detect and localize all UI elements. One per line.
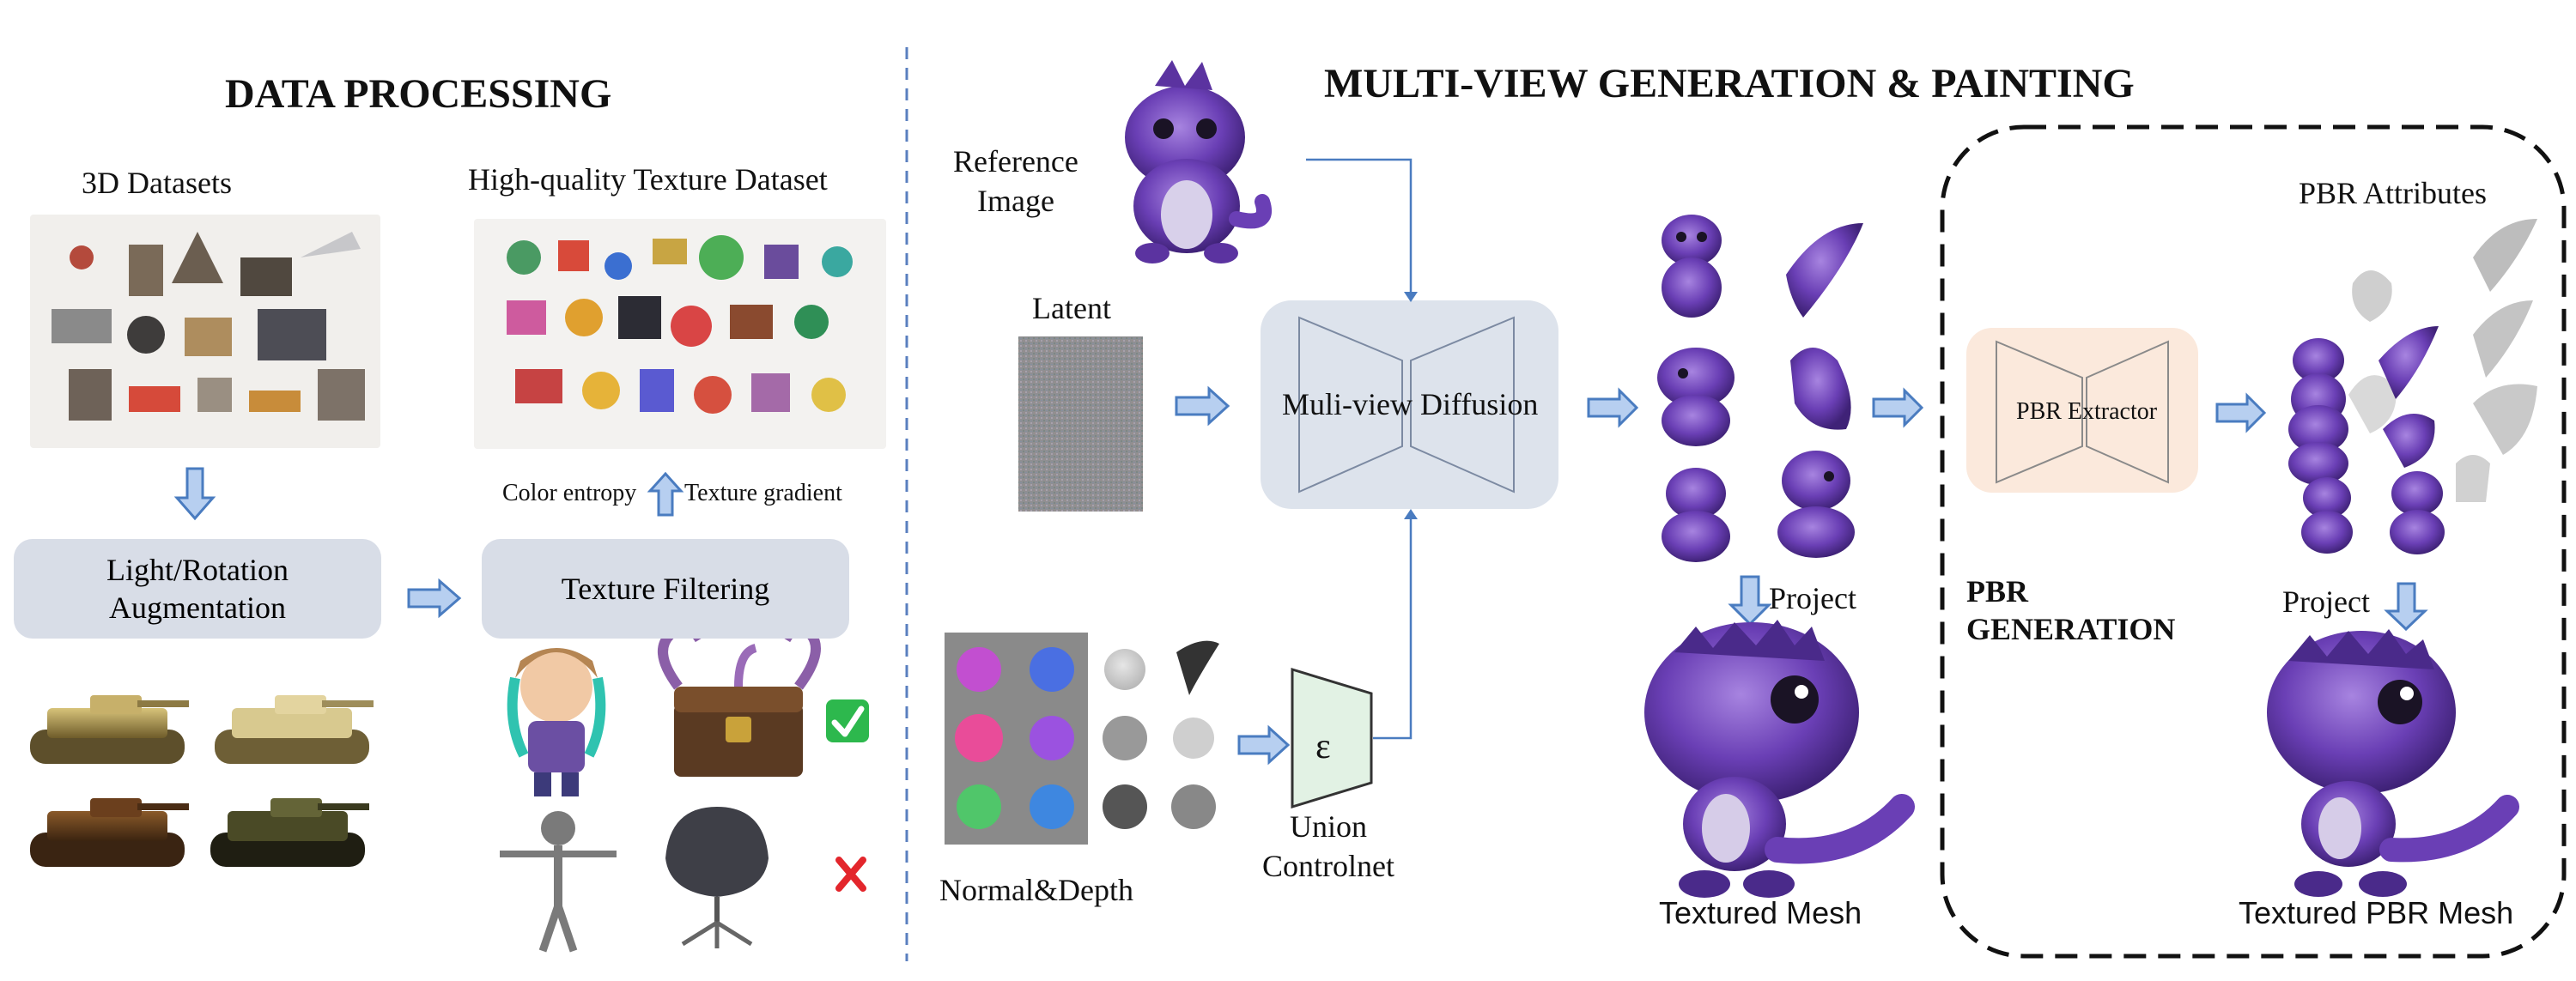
arrow-normal-to-encoder (1237, 724, 1291, 766)
texture-gradient-label: Texture gradient (684, 480, 842, 506)
union-line2: Controlnet (1262, 849, 1394, 883)
textured-pbr-mesh-image (2267, 629, 2519, 897)
pbr-generation-line1: PBR (1966, 574, 2028, 609)
project-label: Project (1769, 581, 1856, 615)
controlnet-connector-head (1404, 509, 1418, 519)
diffusion-unet-shape (1298, 316, 1515, 494)
3d-datasets-image (30, 215, 380, 448)
arrow-pbr-to-attributes (2215, 392, 2267, 433)
arrow-views-to-mesh (1728, 575, 1772, 627)
reference-label-line2: Image (976, 184, 1054, 218)
arrow-latent-to-diffusion (1175, 385, 1230, 427)
check-icon (826, 699, 869, 742)
bad-texture-examples (500, 807, 769, 953)
texture-dataset-label: High-quality Texture Dataset (468, 162, 828, 197)
cross-icon (835, 857, 866, 892)
diffusion-label: Muli-view Diffusion (1282, 387, 1539, 421)
color-entropy-label: Color entropy (502, 480, 637, 506)
textured-pbr-mesh-label: Textured PBR Mesh (2239, 895, 2514, 930)
pbr-attribute-images (2288, 219, 2537, 554)
reference-image (1125, 60, 1272, 263)
reference-to-diffusion-connector (1306, 158, 1413, 292)
data-processing-title: DATA PROCESSING (225, 71, 612, 117)
arrow-filtering-up (647, 471, 684, 517)
texture-filtering-box: Texture Filtering (482, 539, 849, 639)
pbr-extractor-shape (1996, 340, 2169, 484)
pbr-attributes-label: PBR Attributes (2299, 176, 2488, 210)
union-controlnet-label: Union Controlnet (1262, 807, 1394, 886)
normal-depth-label: Normal&Depth (939, 873, 1133, 907)
reference-label-line1: Reference (953, 144, 1078, 179)
multiview-images (1657, 215, 1863, 562)
union-line1: Union (1289, 809, 1367, 844)
texture-dataset-image (474, 219, 886, 449)
texture-filtering-label: Texture Filtering (561, 572, 770, 606)
pbr-generation-label: PBR GENERATION (1966, 572, 2175, 648)
augmented-tank-images (30, 695, 374, 867)
latent-label: Latent (1032, 291, 1111, 325)
textured-mesh-image (1644, 620, 1915, 898)
pbr-extractor-label: PBR Extractor (2016, 398, 2158, 425)
reference-image-label: Reference Image (953, 142, 1078, 221)
latent-noise-image (1018, 336, 1143, 512)
arrow-diffusion-to-views (1587, 387, 1639, 428)
3d-datasets-label: 3D Datasets (82, 166, 232, 200)
arrow-views-to-pbr (1872, 387, 1924, 428)
arrow-attributes-to-mesh (2384, 582, 2428, 632)
reference-connector-head (1404, 292, 1418, 302)
multiview-title: MULTI-VIEW GENERATION & PAINTING (1324, 61, 2135, 106)
augmentation-label-line2: Augmentation (109, 590, 286, 625)
normal-depth-images (945, 633, 1225, 845)
augmentation-box: Light/Rotation Augmentation (14, 539, 381, 639)
augmentation-label-line1: Light/Rotation (106, 553, 289, 587)
diffusion-box (1261, 300, 1558, 509)
arrow-datasets-to-augmentation (173, 467, 216, 521)
arrow-augmentation-to-filtering (407, 578, 462, 619)
pbr-generation-line2: GENERATION (1966, 612, 2176, 646)
encoder-symbol: ε (1315, 727, 1331, 766)
pbr-project-label: Project (2282, 584, 2370, 619)
good-texture-examples (507, 622, 821, 796)
controlnet-to-diffusion-connector (1373, 519, 1413, 740)
controlnet-encoder (1291, 667, 1373, 809)
textured-mesh-label: Textured Mesh (1659, 895, 1862, 930)
